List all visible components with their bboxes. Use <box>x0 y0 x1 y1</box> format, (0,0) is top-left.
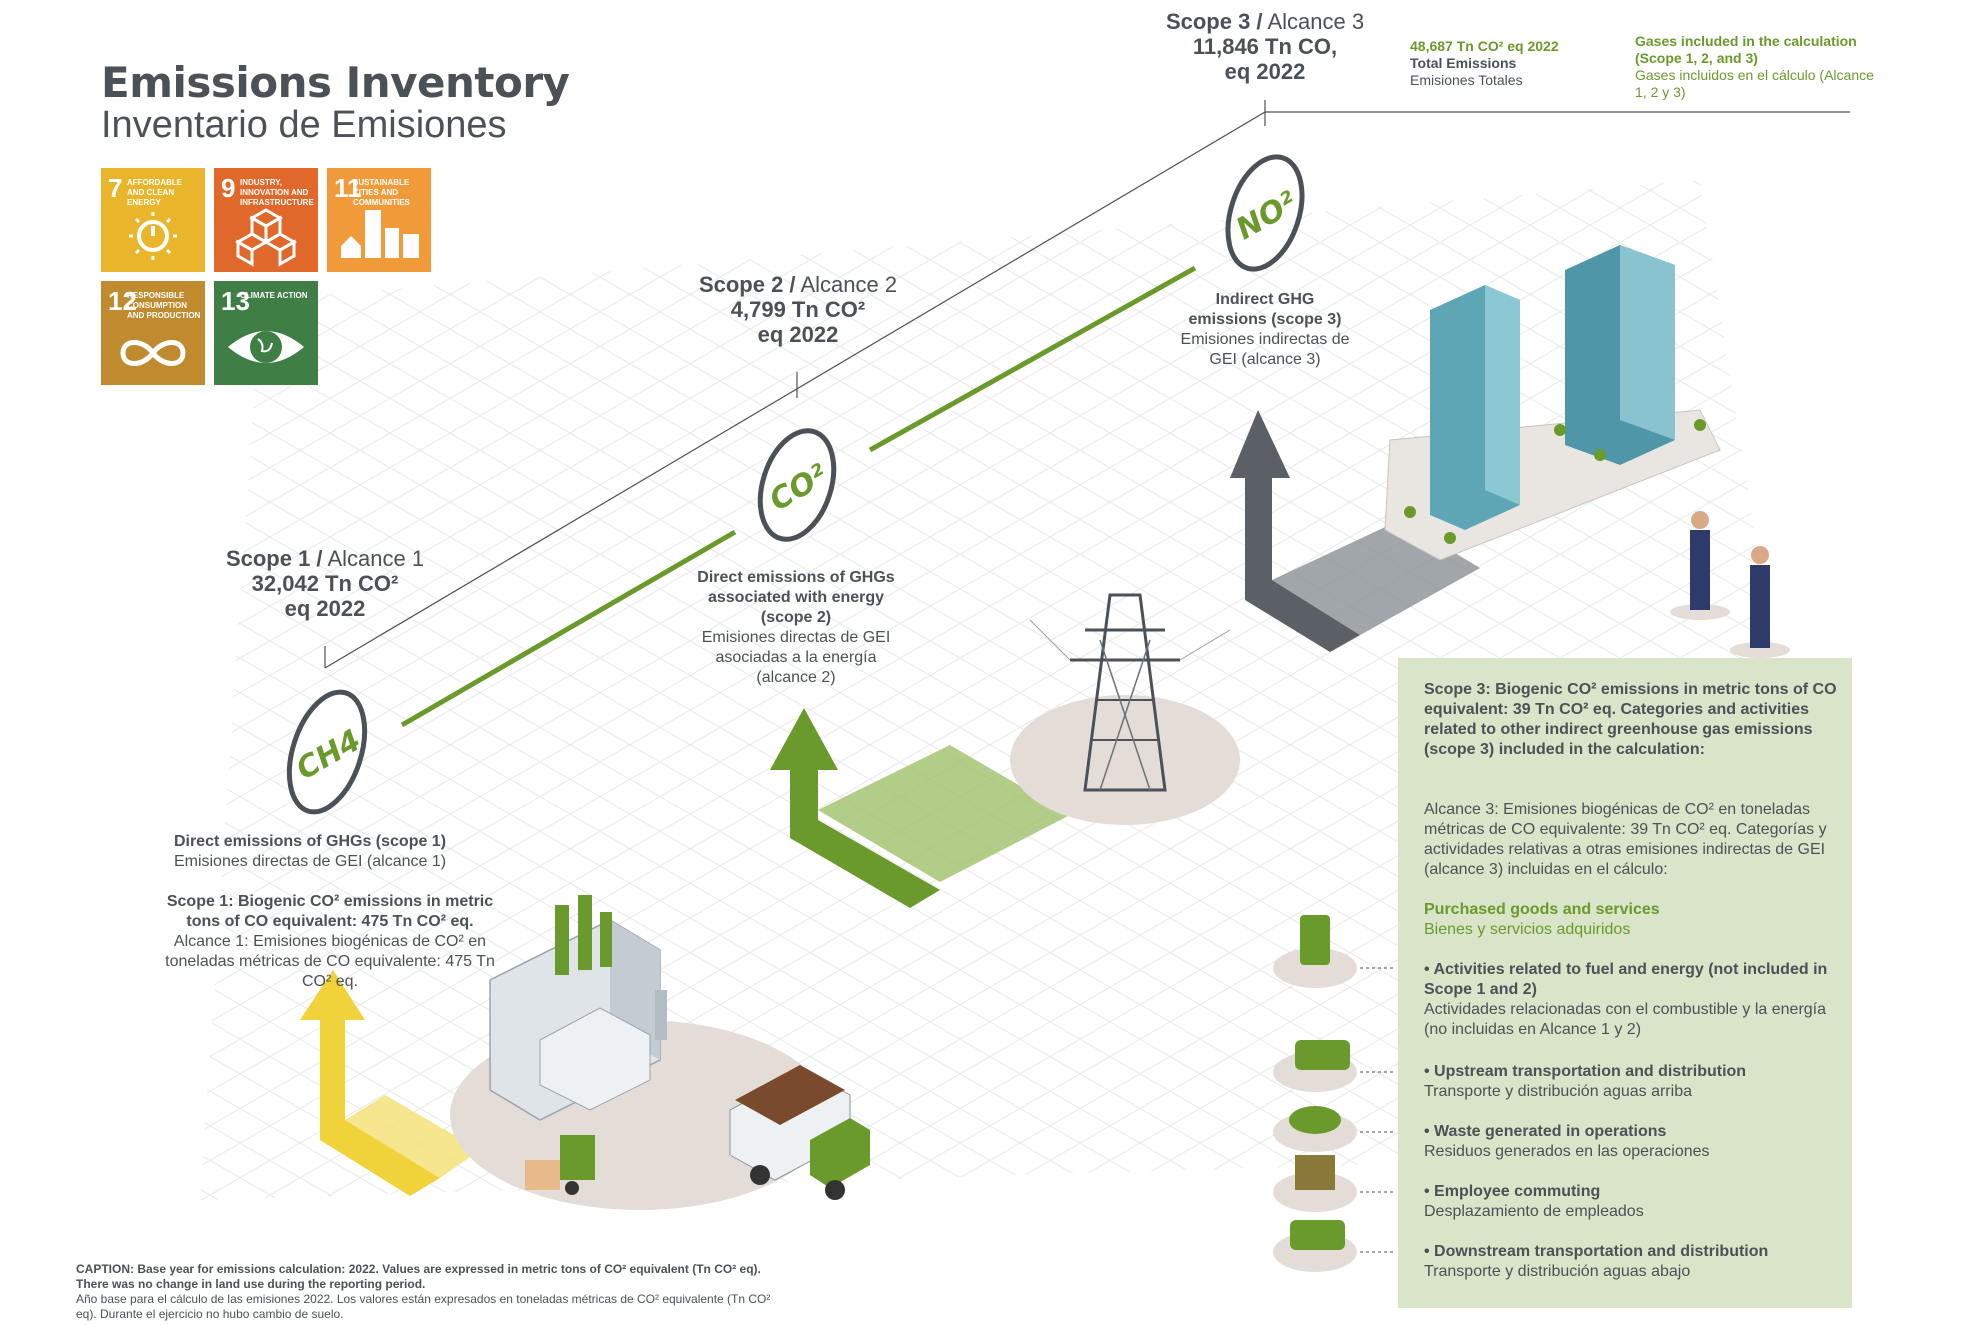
scope3-icons <box>1273 915 1395 1272</box>
scope3-box-intro: Scope 3: Biogenic CO² emissions in metri… <box>1424 681 1837 758</box>
page-subtitle: Inventario de Emisiones <box>101 104 507 146</box>
scope1-description: Direct emissions of GHGs (scope 1) Emisi… <box>173 833 447 870</box>
gas-circle-no2: NO² <box>1225 154 1305 272</box>
connector-2-3 <box>868 265 1197 453</box>
eye-globe-icon <box>228 331 304 363</box>
caption: CAPTION: Base year for emissions calcula… <box>76 1262 771 1321</box>
scope1-arrow <box>300 970 480 1196</box>
forklift-illustration <box>525 1135 595 1195</box>
sdg-tile-11: 11 SUSTAINABLE CITIES AND COMMUNITIES <box>327 168 431 272</box>
infinity-icon <box>120 340 186 366</box>
scope3-description: Indirect GHG emissions (scope 3) Emision… <box>1180 291 1350 368</box>
sdg-tile-9: 9 INDUSTRY, INNOVATION AND INFRASTRUCTUR… <box>214 168 318 272</box>
page-title: Emissions Inventory <box>101 58 570 107</box>
timeline-line <box>324 111 1266 669</box>
scope3-box-intro-es: Alcance 3: Emisiones biogénicas de CO² e… <box>1424 801 1827 878</box>
scope3-item-waste: • Waste generated in operations Residuos… <box>1424 1123 1710 1160</box>
gas-circle-ch4: CH4 <box>286 689 368 815</box>
gas-circle-co2: CO² <box>757 428 837 542</box>
power-pylon-illustration <box>1010 593 1240 825</box>
scope3-info-box <box>1398 658 1852 1308</box>
scope3-item-commuting: • Employee commuting Desplazamiento de e… <box>1424 1183 1644 1220</box>
scope2-arrow <box>770 708 1070 908</box>
waste-barrels-icon <box>1289 1106 1341 1134</box>
delivery-truck-icon <box>1290 1220 1345 1250</box>
scope2-description: Direct emissions of GHGs associated with… <box>697 569 895 686</box>
sdg-tile-13: 13 CLIMATE ACTION <box>214 281 318 385</box>
fuel-can-icon <box>1300 915 1330 965</box>
sdg-tile-12: 12 RESPONSIBLE CONSUMPTION AND PRODUCTIO… <box>101 281 205 385</box>
businessmen-illustration <box>1670 511 1790 658</box>
scope3-item-upstream: • Upstream transportation and distributi… <box>1424 1063 1747 1100</box>
scope1-title: Scope 1 / Alcance 1 32,042 Tn CO² eq 202… <box>225 546 425 621</box>
city-buildings-icon <box>341 210 419 258</box>
scope3-title: Scope 3 / Alcance 3 11,846 Tn CO, eq 202… <box>1165 9 1365 84</box>
scope3-item-fuel-energy: • Activities related to fuel and energy … <box>1424 961 1828 1038</box>
buildings-illustration <box>1384 245 1721 561</box>
tanker-truck-icon <box>1295 1040 1350 1070</box>
gases-note: Gases included in the calculation (Scope… <box>1635 33 1874 100</box>
scope2-title: Scope 2 / Alcance 2 4,799 Tn CO² eq 2022 <box>698 272 898 347</box>
connector-1-2 <box>400 529 737 728</box>
total-emissions: 48,687 Tn CO² eq 2022 Total Emissions Em… <box>1410 38 1559 88</box>
scope1-biogenic: Scope 1: Biogenic CO² emissions in metri… <box>165 893 495 990</box>
sdg-tile-7: 7 AFFORDABLE AND CLEAN ENERGY <box>101 168 205 272</box>
purchased-goods: Purchased goods and services Bienes y se… <box>1424 901 1660 938</box>
truck-illustration <box>729 1065 870 1200</box>
cubes-icon <box>234 208 298 267</box>
scope3-item-downstream: • Downstream transportation and distribu… <box>1424 1243 1769 1280</box>
sun-power-icon <box>129 212 177 260</box>
employees-icon <box>1295 1155 1335 1190</box>
